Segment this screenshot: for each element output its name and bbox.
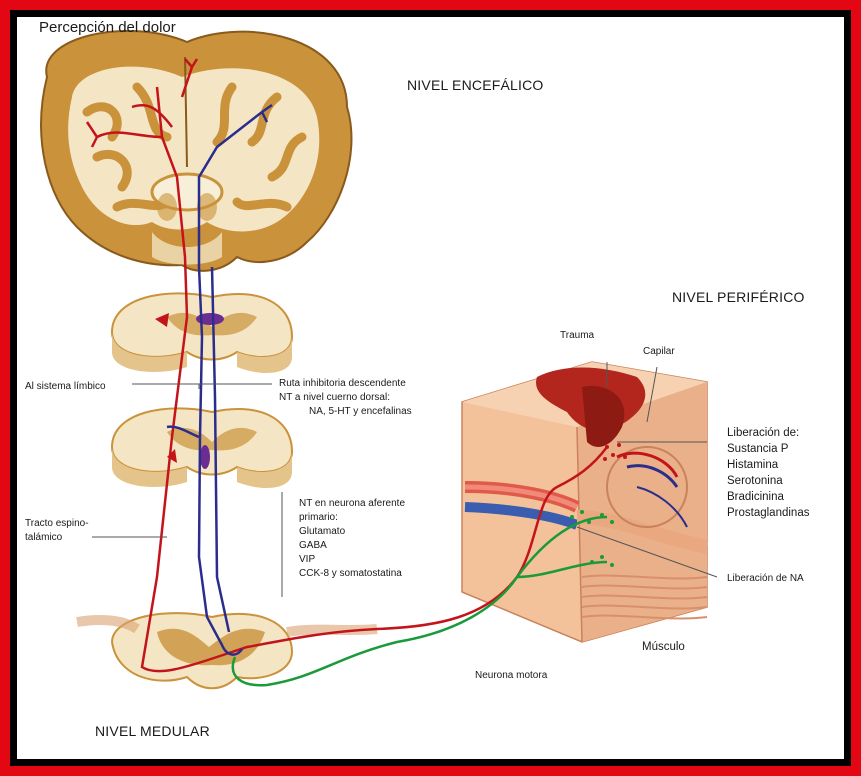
spinothalamic-tract-label: Tracto espino- talámico (25, 517, 89, 545)
motor-neuron-label: Neurona motora (475, 669, 547, 683)
release-line3: Histamina (727, 457, 809, 473)
limbic-system-label: Al sistema límbico (25, 380, 106, 394)
tract-label-line1: Tracto espino- (25, 517, 89, 531)
na-release-label: Liberación de NA (727, 572, 804, 586)
release-substances-label: Liberación de: Sustancia P Histamina Ser… (727, 425, 809, 521)
release-line5: Bradicinina (727, 489, 809, 505)
afferent-line6: CCK-8 y somatostatina (299, 567, 405, 581)
tract-label-line2: talámico (25, 531, 89, 545)
peripheral-tissue-block (462, 362, 707, 642)
afferent-line4: GABA (299, 539, 405, 553)
afferent-neurotransmitters-label: NT en neurona aferente primario: Glutama… (299, 497, 405, 581)
page-title: Percepción del dolor (39, 19, 176, 36)
trauma-label: Trauma (560, 329, 594, 343)
descending-line1: Ruta inhibitoria descendente (279, 377, 412, 391)
brain-coronal-section (41, 31, 351, 271)
level-brain-label: NIVEL ENCEFÁLICO (407, 77, 544, 93)
afferent-line1: NT en neurona aferente (299, 497, 405, 511)
level-spinal-label: NIVEL MEDULAR (95, 723, 210, 739)
diagram-canvas: Percepción del dolor NIVEL ENCEFÁLICO NI… (17, 17, 844, 759)
release-line2: Sustancia P (727, 441, 809, 457)
capillary-label: Capilar (643, 345, 675, 359)
release-line6: Prostaglandinas (727, 505, 809, 521)
afferent-line3: Glutamato (299, 525, 405, 539)
spinal-section-middle (112, 408, 292, 488)
descending-line2: NT a nivel cuerno dorsal: (279, 391, 412, 405)
release-line4: Serotonina (727, 473, 809, 489)
release-line1: Liberación de: (727, 425, 809, 441)
level-peripheral-label: NIVEL PERIFÉRICO (672, 289, 805, 305)
muscle-label: Músculo (642, 639, 685, 655)
afferent-line2: primario: (299, 511, 405, 525)
descending-line3: NA, 5-HT y encefalinas (279, 405, 412, 419)
descending-pathway-label: Ruta inhibitoria descendente NT a nivel … (279, 377, 412, 419)
afferent-line5: VIP (299, 553, 405, 567)
pain-pathway-illustration (17, 17, 844, 759)
